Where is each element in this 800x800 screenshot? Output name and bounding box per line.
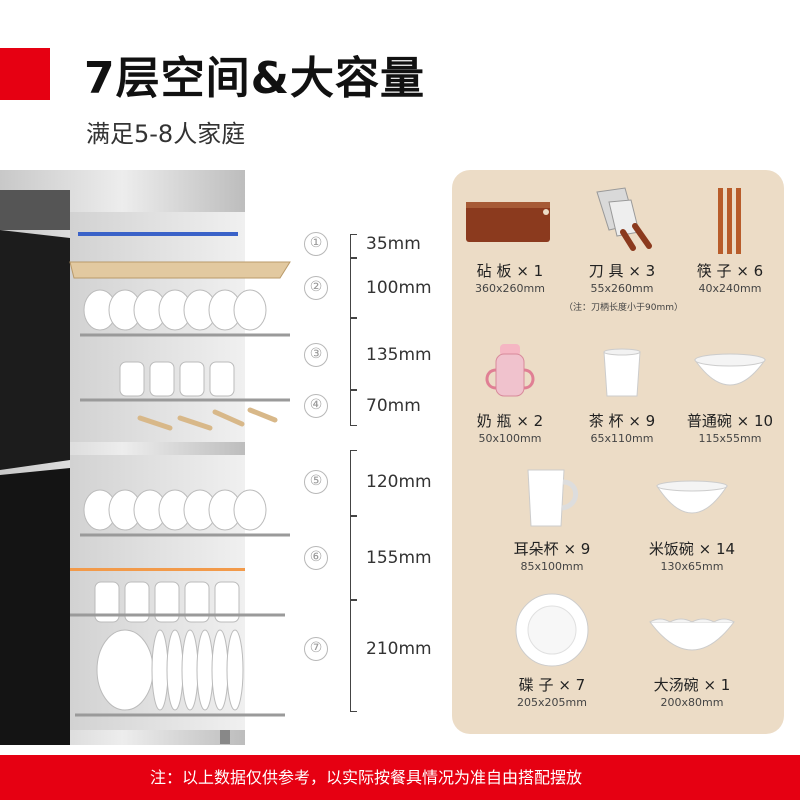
layer-4-bracket — [350, 390, 358, 426]
layer-3-number: ③ — [304, 343, 328, 367]
mug-icon — [527, 469, 579, 527]
item-size: 115x55mm — [698, 432, 762, 445]
item-soup-bowl: 大汤碗 × 1 200x80mm — [622, 592, 762, 712]
soup-bowl-icon — [648, 618, 736, 651]
item-size: 130x65mm — [660, 560, 724, 573]
layer-5-number: ⑤ — [304, 470, 328, 494]
layer-1-bracket — [350, 234, 358, 258]
red-accent-tab — [0, 48, 50, 100]
item-name: 奶 瓶 × 2 — [476, 412, 544, 430]
disinfection-cabinet-image — [0, 170, 291, 745]
item-name: 碟 子 × 7 — [518, 676, 586, 694]
page-title: 7层空间&大容量 — [84, 53, 425, 104]
item-name: 砧 板 × 1 — [476, 262, 544, 280]
item-tea-cup: 茶 杯 × 9 65x110mm — [564, 342, 680, 452]
layer-1-number: ① — [304, 232, 328, 256]
layer-6-number: ⑥ — [304, 546, 328, 570]
item-name: 筷 子 × 6 — [696, 262, 764, 280]
knife-icon — [596, 187, 652, 251]
item-name: 茶 杯 × 9 — [588, 412, 656, 430]
item-size: 205x205mm — [517, 696, 587, 709]
cutting-board-icon — [466, 202, 550, 242]
layer-5-height: 120mm — [366, 472, 432, 492]
item-plate: 碟 子 × 7 205x205mm — [482, 592, 622, 712]
baby-bottle-icon — [485, 344, 535, 397]
item-name: 普通碗 × 10 — [686, 412, 774, 430]
layer-5-bracket — [350, 450, 358, 516]
rice-bowl-icon — [656, 480, 728, 514]
item-size: 360x260mm — [475, 282, 545, 295]
layer-2-number: ② — [304, 276, 328, 300]
item-name: 米饭碗 × 14 — [648, 540, 736, 558]
item-size: 85x100mm — [520, 560, 584, 573]
item-note: （注：刀柄长度小于90mm） — [564, 303, 683, 313]
item-name: 大汤碗 × 1 — [653, 676, 731, 694]
layer-4-height: 70mm — [366, 396, 421, 416]
item-size: 40x240mm — [698, 282, 762, 295]
item-size: 55x260mm — [590, 282, 654, 295]
item-name: 耳朵杯 × 9 — [513, 540, 591, 558]
chopsticks-icon — [718, 188, 741, 254]
layer-3-bracket — [350, 318, 358, 390]
item-mug: 耳朵杯 × 9 85x100mm — [482, 466, 622, 580]
layer-1-height: 35mm — [366, 234, 421, 254]
bowl-icon — [694, 353, 766, 386]
item-name: 刀 具 × 3 — [588, 262, 656, 280]
layer-6-bracket — [350, 516, 358, 600]
layer-2-height: 100mm — [366, 278, 432, 298]
item-size: 65x110mm — [590, 432, 654, 445]
tableware-panel: 砧 板 × 1 360x260mm 刀 具 × 3 55x260mm （注：刀柄… — [452, 170, 784, 734]
layer-7-height: 210mm — [366, 639, 432, 659]
item-baby-bottle: 奶 瓶 × 2 50x100mm — [452, 342, 568, 452]
layer-2-bracket — [350, 258, 358, 318]
tea-cup-icon — [603, 348, 641, 397]
layer-3-height: 135mm — [366, 345, 432, 365]
footer-note: 注：以上数据仅供参考，以实际按餐具情况为准自由搭配摆放 — [0, 755, 800, 800]
item-rice-bowl: 米饭碗 × 14 130x65mm — [622, 466, 762, 580]
item-cutting-board: 砧 板 × 1 360x260mm — [452, 184, 568, 314]
item-bowl: 普通碗 × 10 115x55mm — [676, 342, 784, 452]
page-subtitle: 满足5-8人家庭 — [86, 120, 246, 148]
item-size: 50x100mm — [478, 432, 542, 445]
item-size: 200x80mm — [660, 696, 724, 709]
layer-7-bracket — [350, 600, 358, 712]
layer-6-height: 155mm — [366, 548, 432, 568]
layer-4-number: ④ — [304, 394, 328, 418]
layer-7-number: ⑦ — [304, 637, 328, 661]
item-chopsticks: 筷 子 × 6 40x240mm — [676, 184, 784, 314]
plate-icon — [515, 593, 589, 667]
item-knife: 刀 具 × 3 55x260mm （注：刀柄长度小于90mm） — [564, 184, 683, 344]
